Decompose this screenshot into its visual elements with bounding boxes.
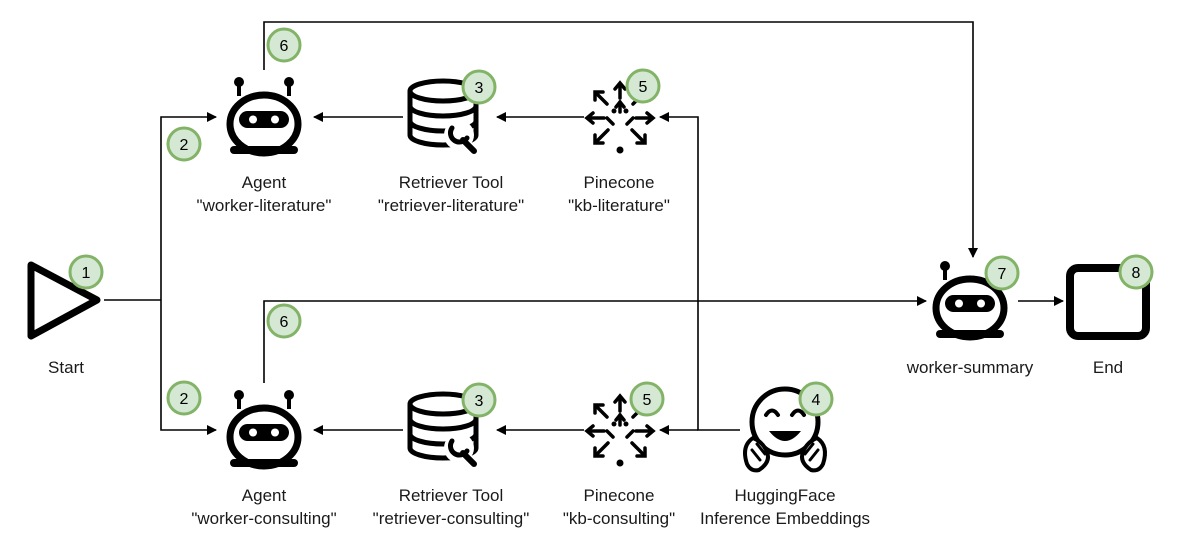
play-icon — [27, 261, 101, 340]
agent-literature-badge-top: 6 — [266, 27, 302, 63]
pinecone-consulting-node[interactable]: Pinecone "kb-consulting" 5 — [563, 381, 675, 528]
agent-consulting-label-line1: Agent — [242, 486, 287, 505]
pinecone-consulting-badge: 5 — [629, 381, 665, 417]
robot-icon — [230, 390, 298, 467]
edge-junction-to-agent-consulting — [160, 300, 217, 435]
svg-text:2: 2 — [180, 391, 189, 408]
svg-text:6: 6 — [280, 314, 289, 331]
svg-text:5: 5 — [639, 79, 648, 96]
agent-consulting-badge-main: 2 — [166, 380, 202, 416]
edges — [104, 21, 1064, 435]
retriever-literature-badge: 3 — [461, 69, 497, 105]
retriever-literature-label-line1: Retriever Tool — [399, 173, 504, 192]
svg-text:3: 3 — [475, 80, 484, 97]
edge-junction-to-agent-literature — [160, 112, 217, 300]
svg-text:7: 7 — [998, 266, 1007, 283]
pinecone-literature-label-line2: "kb-literature" — [568, 196, 670, 215]
start-node[interactable]: Start 1 — [27, 254, 104, 377]
agent-consulting-label-line2: "worker-consulting" — [191, 509, 336, 528]
huggingface-badge: 4 — [798, 381, 834, 417]
svg-text:5: 5 — [643, 392, 652, 409]
start-label: Start — [48, 358, 84, 377]
retriever-literature-node[interactable]: Retriever Tool "retriever-literature" 3 — [378, 69, 524, 215]
huggingface-label-line2: Inference Embeddings — [700, 509, 870, 528]
svg-text:8: 8 — [1132, 265, 1141, 282]
agent-literature-node[interactable]: Agent "worker-literature" 2 6 — [166, 27, 332, 215]
agent-consulting-badge-top: 6 — [266, 303, 302, 339]
svg-text:3: 3 — [475, 393, 484, 410]
worker-summary-label: worker-summary — [906, 358, 1034, 377]
pinecone-literature-label-line1: Pinecone — [584, 173, 655, 192]
svg-text:1: 1 — [82, 265, 91, 282]
agent-literature-label-line1: Agent — [242, 173, 287, 192]
retriever-consulting-label-line1: Retriever Tool — [399, 486, 504, 505]
pinecone-consulting-label-line1: Pinecone — [584, 486, 655, 505]
end-label: End — [1093, 358, 1123, 377]
worker-summary-badge: 7 — [984, 255, 1020, 291]
huggingface-label-line1: HuggingFace — [734, 486, 835, 505]
agent-literature-label-line2: "worker-literature" — [197, 196, 332, 215]
huggingface-node[interactable]: HuggingFace Inference Embeddings 4 — [700, 381, 870, 528]
svg-text:4: 4 — [812, 392, 821, 409]
retriever-consulting-badge: 3 — [461, 382, 497, 418]
svg-text:2: 2 — [180, 137, 189, 154]
start-badge: 1 — [68, 254, 104, 290]
edge-huggingface-to-pinecone-literature — [659, 112, 740, 431]
edge-agent-consulting-to-summary — [263, 296, 927, 383]
pinecone-literature-badge: 5 — [625, 68, 661, 104]
retriever-literature-label-line2: "retriever-literature" — [378, 196, 524, 215]
agent-consulting-node[interactable]: Agent "worker-consulting" 2 6 — [166, 303, 337, 528]
pinecone-literature-node[interactable]: Pinecone "kb-literature" 5 — [568, 68, 670, 215]
agent-literature-badge-main: 2 — [166, 126, 202, 162]
svg-text:6: 6 — [280, 38, 289, 55]
worker-summary-node[interactable]: worker-summary 7 — [906, 255, 1034, 377]
robot-icon — [230, 77, 298, 154]
end-badge: 8 — [1118, 254, 1154, 290]
retriever-consulting-node[interactable]: Retriever Tool "retriever-consulting" 3 — [373, 382, 530, 528]
end-node[interactable]: End 8 — [1066, 254, 1154, 377]
retriever-consulting-label-line2: "retriever-consulting" — [373, 509, 530, 528]
pinecone-consulting-label-line2: "kb-consulting" — [563, 509, 675, 528]
edge-agent-literature-to-summary — [263, 21, 978, 258]
